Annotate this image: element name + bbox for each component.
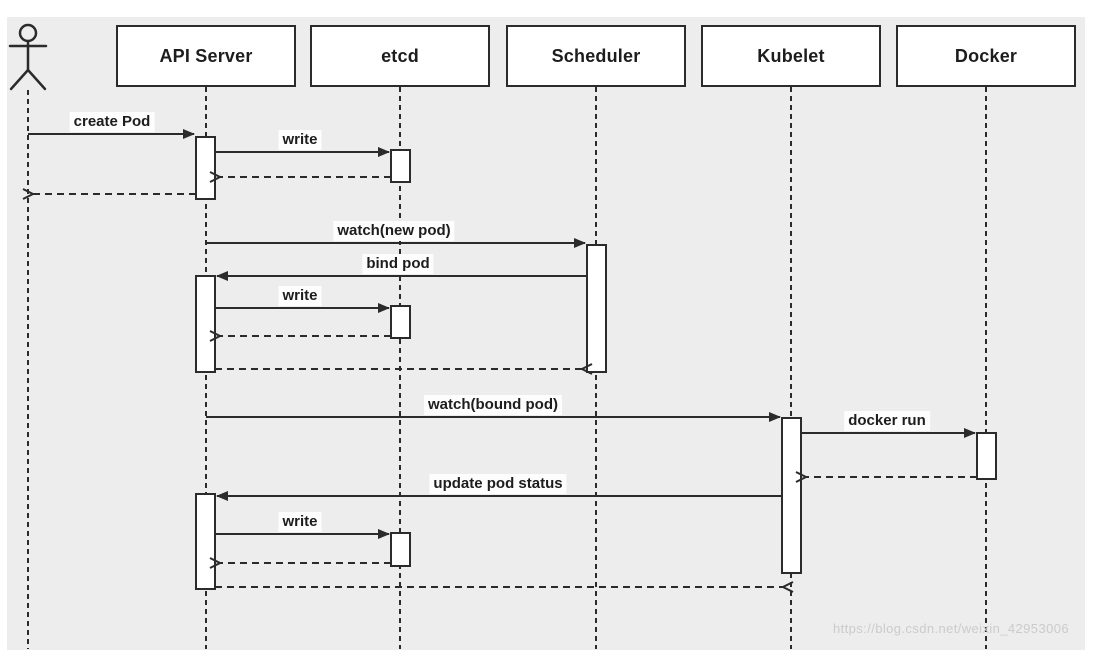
message-label-write-3: write [278,512,322,532]
participant-label: Kubelet [757,45,825,66]
diagram-background [7,17,1085,650]
participant-etcd: etcd [310,25,490,87]
message-label-update-pod-status: update pod status [429,474,567,494]
message-label-write-1: write [278,130,322,150]
message-label-bind-pod: bind pod [362,254,434,274]
participant-label: API Server [159,45,253,66]
watermark-url: https://blog.csdn.net/weixin_42953006 [833,621,1069,636]
participant-api-server: API Server [116,25,296,87]
activation-etcd-3 [390,532,411,567]
activation-docker-1 [976,432,997,480]
activation-api-server-3 [195,493,216,590]
participant-scheduler: Scheduler [506,25,686,87]
participant-label: Docker [954,45,1018,66]
activation-etcd-2 [390,305,411,339]
activation-etcd-1 [390,149,411,183]
actor-icon [8,23,48,91]
activation-api-server-2 [195,275,216,373]
activation-kubelet-1 [781,417,802,574]
activation-scheduler-1 [586,244,607,373]
message-label-docker-run: docker run [844,411,930,431]
participant-kubelet: Kubelet [701,25,881,87]
message-label-watch-bound-pod: watch(bound pod) [424,395,562,415]
participant-label: Scheduler [551,45,641,66]
participant-docker: Docker [896,25,1076,87]
activation-api-server-1 [195,136,216,200]
message-label-create-pod: create Pod [69,112,155,132]
participant-label: etcd [381,45,419,66]
message-label-write-2: write [278,286,322,306]
message-label-watch-new-pod: watch(new pod) [333,221,455,241]
